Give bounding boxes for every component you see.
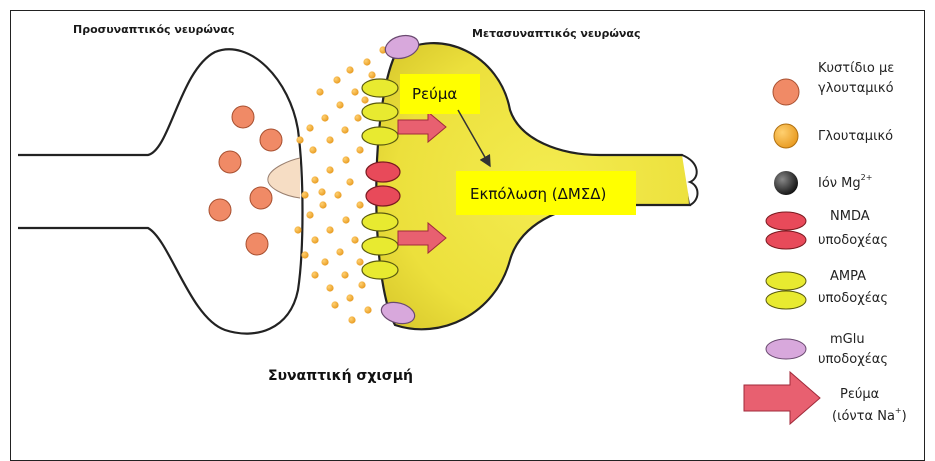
ampa-receptor	[362, 79, 398, 97]
legend-ampa-icon	[766, 272, 806, 290]
glutamate-dot	[319, 201, 326, 208]
legend-mg-ion-icon	[774, 171, 798, 195]
glutamate-dot	[342, 216, 349, 223]
legend-nmda-label-2: υποδοχέας	[818, 233, 888, 248]
glutamate-dot	[326, 226, 333, 233]
legend-mg-ion-label: Ιόν Mg2+	[818, 173, 872, 191]
glutamate-dot	[363, 58, 370, 65]
glutamate-dot	[294, 226, 301, 233]
vesicle	[260, 129, 282, 151]
vesicle	[219, 151, 241, 173]
legend-vesicle-icon	[773, 79, 799, 105]
legend-current-arrow-icon	[744, 372, 820, 424]
ampa-receptor	[362, 213, 398, 231]
presynaptic-title: Προσυναπτικός νευρώνας	[73, 23, 234, 36]
glutamate-dot	[364, 306, 371, 313]
legend: Κυστίδιο με γλουταμικό Γλουταμικό Ιόν Mg…	[744, 61, 907, 424]
ampa-receptor	[362, 237, 398, 255]
glutamate-dot	[306, 211, 313, 218]
glutamate-dot	[358, 281, 365, 288]
current-label: Ρεύμα	[412, 85, 457, 103]
glutamate-dot	[311, 271, 318, 278]
glutamate-dot	[331, 301, 338, 308]
legend-nmda-label-1: NMDA	[830, 209, 870, 224]
glutamate-dot	[326, 284, 333, 291]
glutamate-dot	[341, 126, 348, 133]
legend-current-label-2: (ιόντα Na+)	[832, 406, 907, 424]
glutamate-dot	[321, 114, 328, 121]
glutamate-dot	[346, 294, 353, 301]
glutamate-dot	[316, 88, 323, 95]
glutamate-dot	[318, 188, 325, 195]
vesicle	[246, 233, 268, 255]
glutamate-dot	[351, 236, 358, 243]
legend-nmda-icon	[766, 212, 806, 230]
glutamate-dot	[336, 101, 343, 108]
glutamate-dot	[311, 236, 318, 243]
nmda-receptor	[366, 162, 400, 182]
glutamate-dot	[301, 191, 308, 198]
glutamate-dot	[356, 258, 363, 265]
glutamate-dot	[348, 316, 355, 323]
glutamate-dot	[296, 136, 303, 143]
glutamate-dot	[356, 146, 363, 153]
legend-glutamate-icon	[774, 124, 798, 148]
glutamate-dot	[321, 258, 328, 265]
glutamate-dot	[361, 96, 368, 103]
postsynaptic-title: Μετασυναπτικός νευρώνας	[472, 27, 640, 40]
glutamate-dot	[334, 191, 341, 198]
glutamate-dot	[336, 248, 343, 255]
legend-mglu-icon	[766, 339, 806, 359]
glutamate-dot	[326, 166, 333, 173]
glutamate-dot	[368, 71, 375, 78]
legend-mglu-label-2: υποδοχέας	[818, 352, 888, 367]
vesicle	[209, 199, 231, 221]
ampa-receptor	[362, 103, 398, 121]
glutamate-dot	[301, 251, 308, 258]
nmda-receptor	[366, 186, 400, 206]
glutamate-dot	[346, 178, 353, 185]
legend-glutamate-label: Γλουταμικό	[818, 129, 893, 144]
vesicle	[232, 106, 254, 128]
glutamate-dot	[354, 114, 361, 121]
legend-vesicle-label-2: γλουταμικό	[818, 81, 894, 96]
legend-ampa-label-2: υποδοχέας	[818, 291, 888, 306]
vesicle	[250, 187, 272, 209]
legend-mglu-label-1: mGlu	[830, 332, 865, 347]
ampa-receptor	[362, 127, 398, 145]
glutamate-dot	[326, 136, 333, 143]
depolarization-label: Εκπόλωση (ΔΜΣΔ)	[470, 185, 606, 203]
glutamate-dot	[342, 156, 349, 163]
legend-current-label-1: Ρεύμα	[840, 387, 879, 402]
glutamate-dot	[311, 176, 318, 183]
glutamate-dot	[341, 271, 348, 278]
ampa-receptor	[362, 261, 398, 279]
glutamate-dot	[356, 201, 363, 208]
glutamate-dot	[346, 66, 353, 73]
legend-ampa-label-1: AMPA	[830, 269, 866, 284]
glutamate-dot	[351, 88, 358, 95]
legend-nmda-icon	[766, 231, 806, 249]
glutamate-dot	[333, 76, 340, 83]
glutamate-dot	[309, 146, 316, 153]
glutamate-dot	[306, 124, 313, 131]
synaptic-cleft-label: Συναπτική σχισμή	[268, 368, 413, 384]
legend-vesicle-label-1: Κυστίδιο με	[818, 61, 894, 76]
legend-ampa-icon	[766, 291, 806, 309]
